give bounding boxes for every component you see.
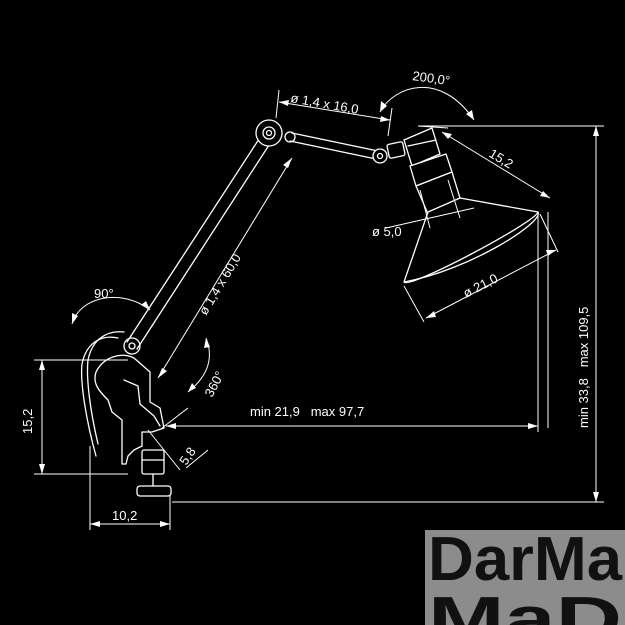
- darma-logo: DarMa MaD: [425, 525, 625, 625]
- shade-diameter-label: ø 21,0: [461, 271, 501, 301]
- upper-arm-rod-label: ø 1,4 x 16,0: [289, 90, 359, 117]
- dimension-lines: [34, 87, 604, 530]
- reach-label: min 21,9 max 97,7: [250, 404, 364, 419]
- clamp-body: [94, 354, 165, 465]
- base-fork: [80, 336, 119, 457]
- clamp-screw: [141, 449, 165, 475]
- lower-arm-rod-b: [136, 141, 272, 350]
- clamp-width-label: 10,2: [112, 508, 137, 523]
- head-joint: [372, 148, 388, 164]
- clamp-height-label: 15,2: [20, 409, 35, 434]
- base-rotation-label: 360°: [201, 369, 227, 400]
- head-rotation-label: 200,0°: [412, 68, 451, 88]
- shade-cap: [403, 127, 441, 167]
- upper-arm-rod-a: [291, 132, 379, 152]
- base-joint: [123, 337, 141, 355]
- elbow-joint: [255, 119, 283, 147]
- clamp-jaw-inner: [123, 379, 161, 427]
- lower-arm-rod-label: ø 1,4 x 60,0: [196, 251, 244, 318]
- logo-line-1: DarMa: [428, 525, 623, 594]
- height-label: min 33,8 max 109,5: [576, 307, 591, 428]
- clamp-foot: [136, 485, 172, 497]
- shade-neck-label: ø 5,0: [372, 224, 402, 239]
- logo-background: [425, 530, 625, 625]
- lamp-outline: [80, 119, 539, 497]
- base-tilt-label: 90°: [94, 286, 114, 301]
- upper-arm-rod-b: [289, 140, 377, 160]
- logo-line-2: MaD: [428, 585, 622, 625]
- clamp-jaw-label: 5,8: [176, 444, 199, 467]
- lower-arm-rod-a: [126, 135, 262, 343]
